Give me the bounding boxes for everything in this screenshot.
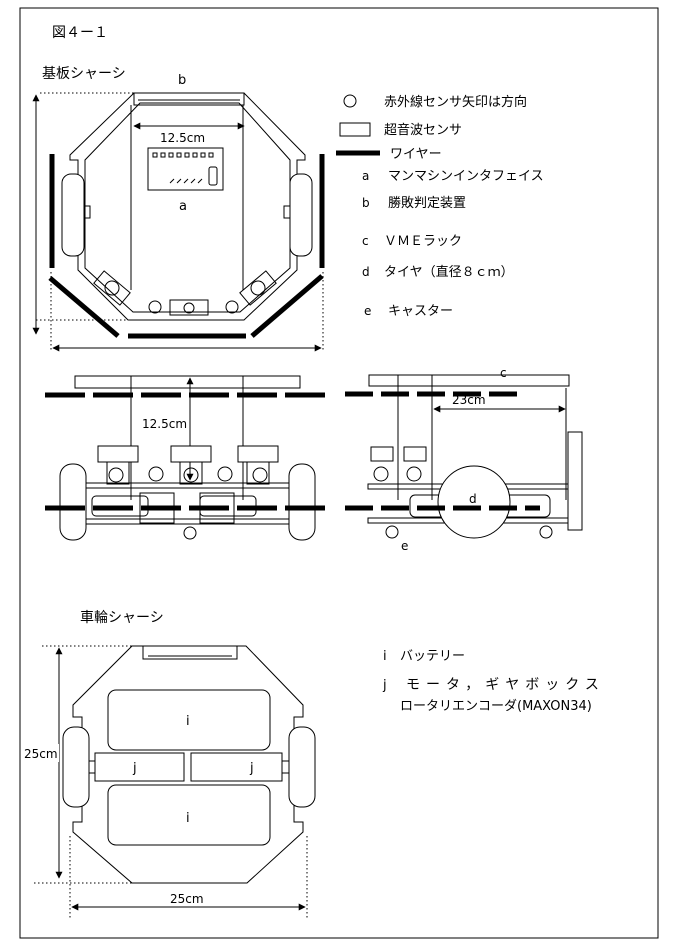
legend-ir-sensor-icon (343, 94, 357, 108)
wheel-chassis-top-view: i i j j 25cm 25cm (23, 645, 316, 918)
label-b-top: b (178, 73, 186, 88)
tire-d (437, 465, 511, 539)
dim-label-25-vertical: 25cm (24, 747, 58, 761)
figure-number: 図４ー１ (52, 25, 108, 41)
motor-left (94, 752, 185, 782)
wire-lower-left (48, 276, 120, 338)
board-chassis-top-view: b 12.5cm a (32, 73, 325, 352)
front-view: 12.5cm (45, 375, 325, 541)
wheel-chassis-title: 車輪シャーシ (80, 609, 164, 626)
legend-a-text: マンマシンインタフェイス (388, 169, 544, 184)
label-i-lower: i (186, 811, 190, 826)
board-chassis-outline (69, 92, 306, 321)
legend: 赤外線センサ矢印は方向 超音波センサ ワイヤー a マンマシンインタフェイス b… (336, 94, 544, 319)
legend-ultrasonic: 超音波センサ (384, 122, 462, 138)
legend-b-text: 勝敗判定装置 (388, 196, 466, 211)
legend-e-key: e (364, 304, 371, 318)
legend-wire: ワイヤー (390, 147, 442, 162)
legend-d-key: d (362, 265, 370, 279)
wheel-chassis-outline (72, 645, 304, 884)
legend-j-text2: ロータリエンコーダ(MAXON34) (400, 699, 592, 714)
dim-label-25-horizontal: 25cm (170, 892, 204, 906)
battery-lower (107, 784, 271, 846)
dim-label-12-5-top: 12.5cm (160, 131, 205, 145)
label-e-side: e (401, 539, 408, 553)
legend-j-text: モータ，ギヤボックス (406, 677, 605, 693)
wheel-left-front (59, 463, 87, 541)
interface-panel (147, 147, 224, 191)
wire-lower-right (250, 274, 324, 338)
figure-frame (19, 7, 659, 939)
ultrasonic-sensor-front (169, 299, 209, 316)
legend-b-key: b (362, 196, 370, 210)
legend-c-text: ＶＭＥラック (384, 234, 462, 249)
judgement-device-front (74, 375, 301, 389)
label-i-upper: i (186, 714, 190, 729)
dim-label-12-5-front: 12.5cm (142, 417, 187, 431)
legend-d-text: タイヤ（直径８ｃｍ） (384, 265, 514, 280)
label-c-side: c (500, 366, 507, 380)
side-view: c 23cm d e (345, 366, 583, 553)
wheel-legend: i バッテリー j モータ，ギヤボックス ロータリエンコーダ(MAXON34) (382, 649, 605, 714)
board-chassis-title: 基板シャーシ (42, 65, 126, 82)
ir-sensor-front-right (225, 300, 239, 314)
legend-i-key: i (383, 649, 387, 664)
motor-right (190, 752, 283, 782)
wheel-left-bottom (62, 726, 90, 808)
label-d-side: d (469, 492, 477, 506)
vme-rack-side (567, 431, 583, 531)
label-j-left: j (132, 761, 137, 776)
label-a: a (179, 199, 187, 214)
legend-ultrasonic-icon (339, 122, 371, 137)
legend-e-text: キャスター (388, 304, 453, 319)
ir-sensor-right-diag (239, 270, 277, 306)
wheel-right-top (289, 173, 313, 257)
wheel-right-bottom (288, 726, 316, 808)
ir-sensor-left-diag (93, 270, 131, 306)
dim-label-23: 23cm (452, 393, 486, 407)
legend-a-key: a (362, 169, 369, 183)
label-j-right: j (249, 761, 254, 776)
battery-upper (107, 689, 271, 751)
legend-c-key: c (362, 234, 369, 248)
legend-j-key: j (382, 678, 387, 693)
ir-sensor-front-left (148, 300, 162, 314)
wheel-left-top (61, 173, 85, 257)
legend-ir-sensor: 赤外線センサ矢印は方向 (384, 94, 527, 110)
wheel-right-front (288, 463, 316, 541)
judgement-device-side (368, 374, 570, 387)
legend-i-text: バッテリー (400, 649, 465, 664)
